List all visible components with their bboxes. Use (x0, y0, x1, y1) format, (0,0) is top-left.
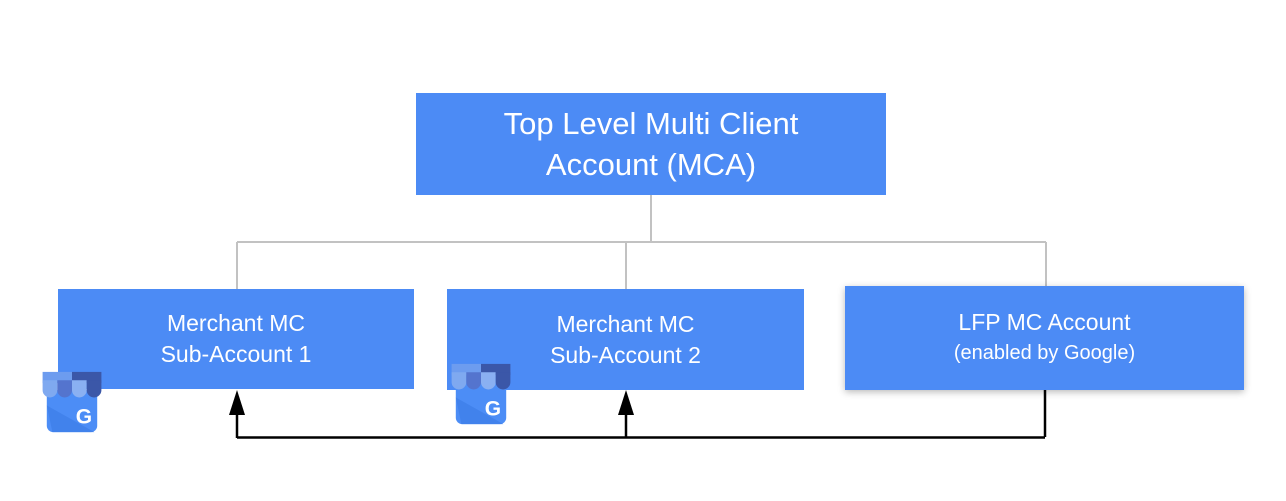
node-label-line: Account (MCA) (545, 147, 757, 182)
node-label-line: LFP MC Account (958, 309, 1131, 335)
node-label-line: (enabled by Google) (953, 342, 1136, 364)
node-label-line: Merchant MC (556, 310, 695, 337)
gmb-g-letter: G (76, 406, 92, 429)
node-label-line: Sub-Account 2 (550, 341, 701, 368)
node-label-line: Top Level Multi Client (503, 106, 799, 141)
google-my-business-icon: G (451, 363, 511, 425)
google-my-business-icon: G (42, 371, 102, 433)
node-lfp-mc-account: LFP MC Account (enabled by Google) (845, 286, 1244, 390)
node-label-line: Merchant MC (166, 310, 306, 336)
node-label-line: Sub-Account 1 (160, 341, 312, 367)
feedback-arrowheads (229, 390, 634, 415)
feedback-arrow-lines (235, 390, 1047, 439)
gmb-g-letter: G (485, 398, 501, 421)
node-merchant-sub-account-1: Merchant MC Sub-Account 1 (58, 289, 414, 389)
node-top-level-mca: Top Level Multi Client Account (MCA) (416, 93, 886, 195)
tree-connector-lines (236, 195, 1047, 289)
